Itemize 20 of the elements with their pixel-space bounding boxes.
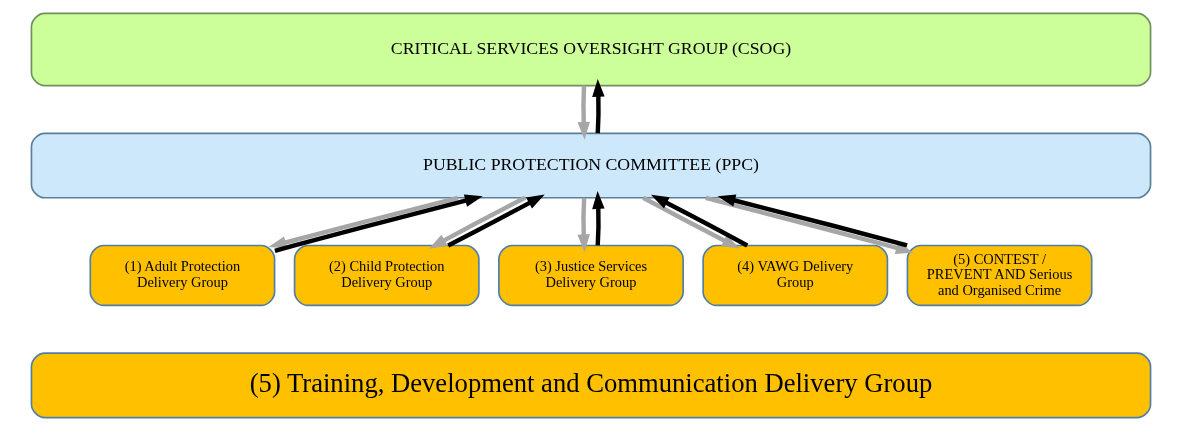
arrow xyxy=(717,193,908,248)
arrow xyxy=(274,194,483,253)
node-box: (2) Child Protection Delivery Group xyxy=(293,244,480,306)
node-box: CRITICAL SERVICES OVERSIGHT GROUP (CSOG) xyxy=(30,12,1152,86)
node-box: (3) Justice Services Delivery Group xyxy=(498,244,684,306)
arrow xyxy=(268,195,459,249)
arrow xyxy=(577,85,590,140)
arrow xyxy=(651,194,749,247)
arrow xyxy=(577,197,590,252)
node-box: (1) Adult Protection Delivery Group xyxy=(89,244,276,306)
arrow xyxy=(705,195,914,254)
arrow xyxy=(428,195,527,249)
arrow xyxy=(447,194,545,247)
node-box: (5) Training, Development and Communication Delivery Group xyxy=(30,351,1152,418)
node-box: (4) VAWG Delivery Group xyxy=(702,244,889,306)
arrow xyxy=(642,195,740,249)
arrow xyxy=(592,78,605,133)
arrow xyxy=(592,190,605,246)
node-box: PUBLIC PROTECTION COMMITTEE (PPC) xyxy=(30,132,1152,199)
node-box: (5) CONTEST / PREVENT AND Serious and Organised Crime xyxy=(906,244,1093,306)
